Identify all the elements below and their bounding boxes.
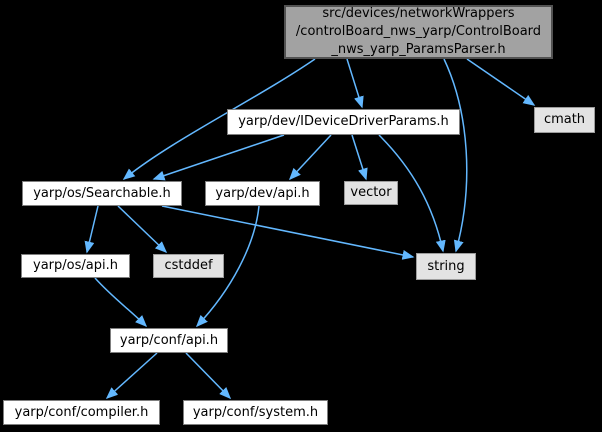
node-label-cmath: cmath [543, 112, 586, 128]
node-cstddef[interactable]: cstddef [153, 254, 224, 278]
edge-searchable-osapi [84, 205, 99, 254]
edge-idevicedriverparams-devapi [288, 134, 332, 181]
edge-osapi-confapi [94, 277, 148, 328]
edge-idevicedriverparams-vector [351, 134, 368, 181]
node-label-devapi: yarp/dev/api.h [215, 185, 310, 201]
edge-root-idevicedriverparams [346, 58, 364, 109]
node-label-vector: vector [350, 185, 392, 201]
node-confapi[interactable]: yarp/conf/api.h [110, 328, 228, 353]
node-cmath[interactable]: cmath [534, 107, 595, 133]
node-searchable[interactable]: yarp/os/Searchable.h [22, 181, 182, 206]
node-label-system: yarp/conf/system.h [192, 404, 319, 420]
node-compiler[interactable]: yarp/conf/compiler.h [3, 400, 160, 425]
node-label-cstddef: cstddef [164, 258, 213, 274]
node-label-osapi: yarp/os/api.h [33, 258, 118, 274]
edge-idevicedriverparams-searchable [152, 134, 285, 181]
node-label-string: string [427, 258, 465, 274]
node-osapi[interactable]: yarp/os/api.h [21, 254, 130, 278]
edge-root-searchable [122, 58, 316, 180]
edge-confapi-system [185, 352, 232, 400]
node-root[interactable]: src/devices/networkWrappers /controlBoar… [284, 5, 553, 59]
node-devapi[interactable]: yarp/dev/api.h [205, 181, 320, 206]
node-system[interactable]: yarp/conf/system.h [183, 400, 328, 425]
edge-root-string [443, 58, 468, 253]
node-idevicedriverparams[interactable]: yarp/dev/IDeviceDriverParams.h [227, 109, 460, 135]
node-string[interactable]: string [416, 253, 476, 280]
edge-idevicedriverparams-string [378, 134, 446, 253]
node-label-compiler: yarp/conf/compiler.h [14, 404, 149, 420]
node-label-confapi: yarp/conf/api.h [119, 332, 219, 348]
edge-searchable-string [161, 205, 415, 260]
edge-root-cmath [466, 58, 536, 106]
edge-confapi-compiler [105, 352, 158, 400]
edge-devapi-confapi [195, 205, 260, 328]
node-vector[interactable]: vector [344, 181, 398, 205]
node-label-idevicedriverparams: yarp/dev/IDeviceDriverParams.h [238, 114, 449, 130]
node-label-root: src/devices/networkWrappers /controlBoar… [295, 6, 542, 57]
edge-searchable-cstddef [117, 205, 168, 254]
node-label-searchable: yarp/os/Searchable.h [33, 185, 171, 201]
